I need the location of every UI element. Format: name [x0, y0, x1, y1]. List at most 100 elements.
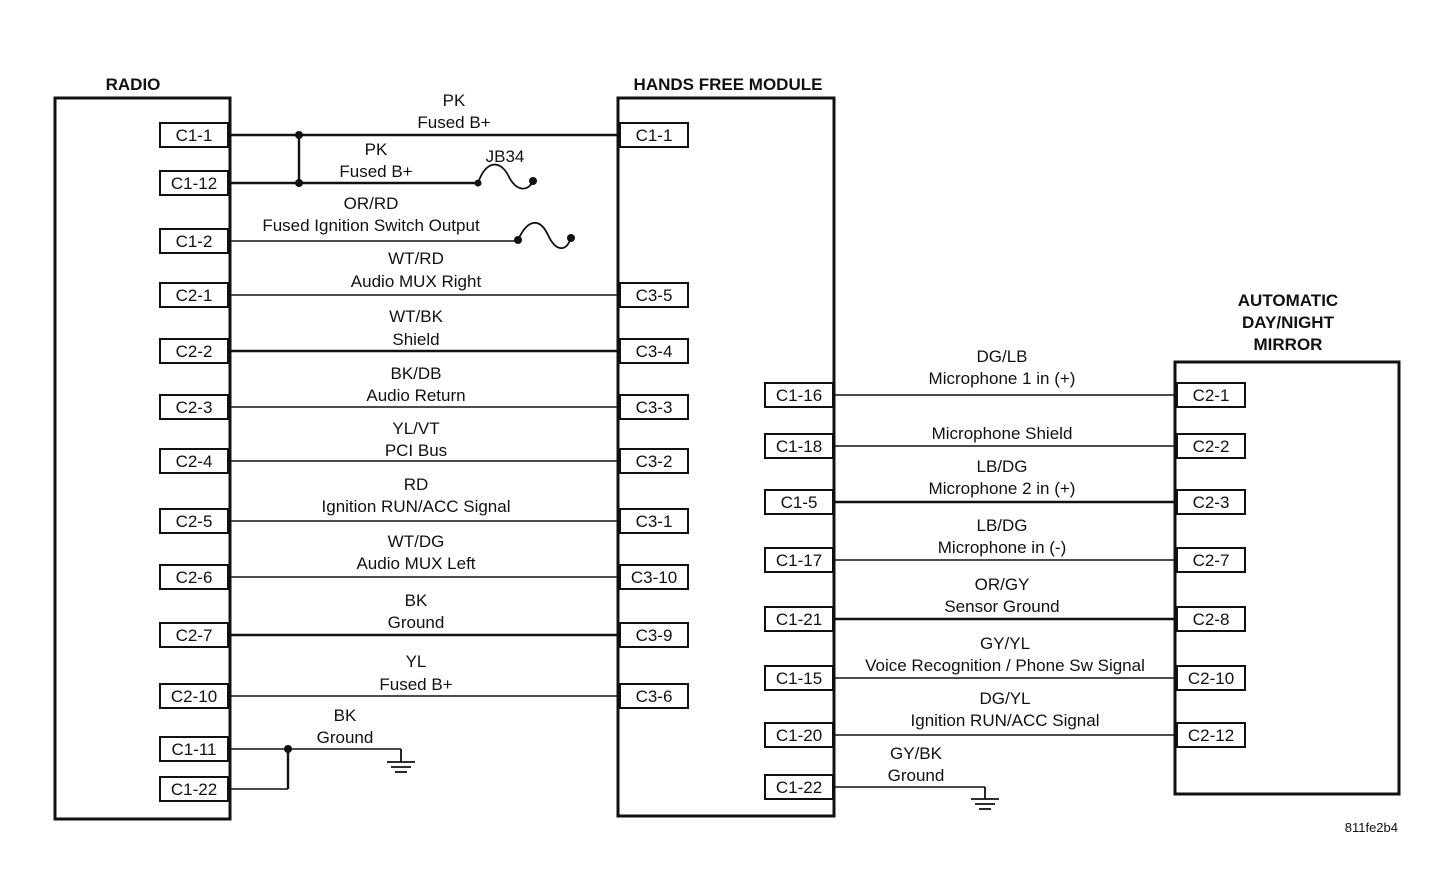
radio-pin: C1-11 [159, 736, 229, 762]
wire-color-label: OR/GY [975, 575, 1030, 594]
svg-text:C2-7: C2-7 [1193, 551, 1230, 570]
wire-function-label: Voice Recognition / Phone Sw Signal [865, 656, 1145, 675]
svg-text:C1-22: C1-22 [171, 780, 217, 799]
mirror-title-line3: MIRROR [1254, 335, 1323, 354]
wire-color-label: WT/DG [388, 532, 445, 551]
wire-function-label: Audio MUX Right [351, 272, 482, 291]
radio-pin: C1-22 [159, 776, 229, 802]
svg-text:C1-1: C1-1 [636, 126, 673, 145]
radio-pin: C1-1 [159, 122, 229, 148]
hfm-left-pin: C3-9 [619, 622, 689, 648]
splice-dot [295, 179, 303, 187]
hfm-right-pin: C1-5 [764, 489, 834, 515]
wire-function-label: Ground [388, 613, 445, 632]
hfm-left-pin: C3-10 [619, 564, 689, 590]
svg-text:C2-2: C2-2 [176, 342, 213, 361]
svg-text:C3-6: C3-6 [636, 687, 673, 706]
wire-function-label: Ground [317, 728, 374, 747]
svg-text:C2-10: C2-10 [171, 687, 217, 706]
wire-function-label: Ignition RUN/ACC Signal [911, 711, 1100, 730]
svg-text:C3-2: C3-2 [636, 452, 673, 471]
fuse-terminal [567, 234, 575, 242]
hfm-left-pin: C3-4 [619, 338, 689, 364]
wire-color-label: BK/DB [390, 364, 441, 383]
svg-text:C2-10: C2-10 [1188, 669, 1234, 688]
wire-function-label: Microphone Shield [932, 424, 1073, 443]
radio-pin: C2-1 [159, 282, 229, 308]
hfm-left-pin: C3-3 [619, 394, 689, 420]
figure-id: 811fe2b4 [1345, 820, 1398, 835]
svg-text:C3-10: C3-10 [631, 568, 677, 587]
wire-function-label: Microphone 2 in (+) [929, 479, 1076, 498]
hfm-left-pin: C3-2 [619, 448, 689, 474]
radio-pin: C1-2 [159, 228, 229, 254]
hfm-right-pin: C1-18 [764, 433, 834, 459]
wire-color-label: OR/RD [344, 194, 399, 213]
mirror-pin: C2-12 [1176, 722, 1246, 748]
radio-pin: C2-10 [159, 683, 229, 709]
svg-text:C1-11: C1-11 [171, 740, 216, 759]
wire-color-label: YL [406, 652, 427, 671]
svg-text:C2-12: C2-12 [1188, 726, 1234, 745]
wire-color-label: LB/DG [976, 457, 1027, 476]
svg-text:C2-5: C2-5 [176, 512, 213, 531]
radio-pin: C2-3 [159, 394, 229, 420]
svg-text:C2-2: C2-2 [1193, 437, 1230, 456]
wire-color-label: GY/BK [890, 744, 943, 763]
svg-text:C1-22: C1-22 [776, 778, 822, 797]
mirror-pin: C2-2 [1176, 433, 1246, 459]
mirror-pin: C2-1 [1176, 382, 1246, 408]
radio-pin: C2-6 [159, 564, 229, 590]
radio-pin: C1-12 [159, 170, 229, 196]
mirror-pin: C2-10 [1176, 665, 1246, 691]
wire-color-label: DG/YL [979, 689, 1030, 708]
hfm-right-pin: C1-17 [764, 547, 834, 573]
wire-color-label: GY/YL [980, 634, 1030, 653]
wire-color-label: PK [365, 140, 388, 159]
mirror-title-line2: DAY/NIGHT [1242, 313, 1335, 332]
wire-color-label: LB/DG [976, 516, 1027, 535]
wire-function-label: Audio Return [366, 386, 465, 405]
svg-text:C2-1: C2-1 [176, 286, 213, 305]
hfm-right-pin: C1-21 [764, 606, 834, 632]
mirror-box [1173, 360, 1401, 796]
svg-text:C3-5: C3-5 [636, 286, 673, 305]
mirror-pin: C2-7 [1176, 547, 1246, 573]
radio-box [53, 96, 232, 821]
splice-dot [284, 745, 292, 753]
wire-color-label: PK [443, 91, 466, 110]
mirror-title-line1: AUTOMATIC [1238, 291, 1338, 310]
svg-text:C1-2: C1-2 [176, 232, 213, 251]
wire-function-label: Microphone 1 in (+) [929, 369, 1076, 388]
svg-text:C2-4: C2-4 [176, 452, 213, 471]
hfm-right-pin: C1-15 [764, 665, 834, 691]
hfm-left-pin: C3-1 [619, 508, 689, 534]
wire-color-label: WT/RD [388, 249, 444, 268]
svg-text:C1-12: C1-12 [171, 174, 217, 193]
svg-text:C1-21: C1-21 [776, 610, 822, 629]
wire-function-label: Fused B+ [417, 113, 490, 132]
splice-dot [295, 131, 303, 139]
svg-text:C2-3: C2-3 [176, 398, 213, 417]
svg-text:C2-3: C2-3 [1193, 493, 1230, 512]
wire-function-label: Fused Ignition Switch Output [262, 216, 480, 235]
svg-text:C3-4: C3-4 [636, 342, 673, 361]
hfm-left-pin: C1-1 [619, 122, 689, 148]
svg-text:C1-17: C1-17 [776, 551, 822, 570]
mirror-pin: C2-3 [1176, 489, 1246, 515]
svg-text:C1-15: C1-15 [776, 669, 822, 688]
wire-color-label: BK [405, 591, 428, 610]
wire-function-label: Ignition RUN/ACC Signal [322, 497, 511, 516]
wire-color-label: WT/BK [389, 307, 443, 326]
radio-title: RADIO [106, 75, 161, 94]
svg-text:C1-20: C1-20 [776, 726, 822, 745]
wire-function-label: Audio MUX Left [356, 554, 475, 573]
hfm-right-pin: C1-22 [764, 774, 834, 800]
hfm-title: HANDS FREE MODULE [634, 75, 823, 94]
svg-text:C3-1: C3-1 [636, 512, 673, 531]
wire-color-label: BK [334, 706, 357, 725]
hfm-left-pin: C3-5 [619, 282, 689, 308]
svg-text:C2-6: C2-6 [176, 568, 213, 587]
radio-pin: C2-2 [159, 338, 229, 364]
